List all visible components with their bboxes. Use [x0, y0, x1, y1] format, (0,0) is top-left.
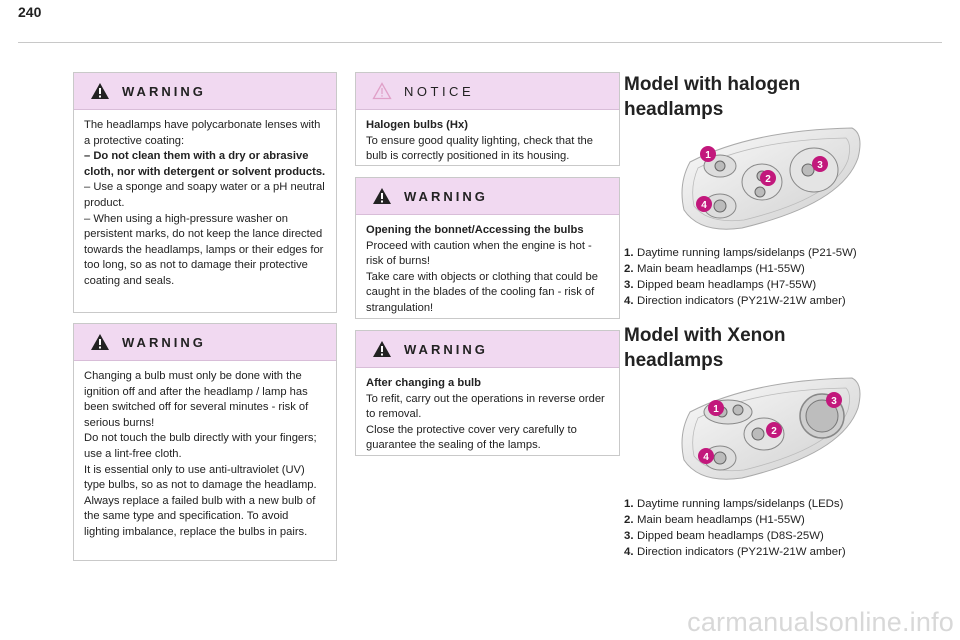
paragraph: To ensure good quality lighting, check t…: [366, 134, 594, 163]
xenon-bulb-list: 1.Daytime running lamps/sidelanps (LEDs)…: [624, 496, 846, 560]
warning-box-polycarbonate: WARNING The headlamps have polycarbonate…: [73, 72, 337, 313]
warning-header: WARNING: [74, 73, 336, 110]
paragraph: Changing a bulb must only be done with t…: [84, 370, 309, 429]
notice-title: NOTICE: [404, 83, 475, 99]
paragraph: Proceed with caution when the engine is …: [366, 239, 592, 268]
callout-4: 4: [701, 200, 707, 211]
paragraph: – When using a high-pressure washer on p…: [84, 212, 324, 287]
callout-3: 3: [831, 396, 837, 407]
callout-2: 2: [765, 174, 771, 185]
warning-box-bulb-change: WARNING Changing a bulb must only be don…: [73, 323, 337, 561]
list-item: 4.Direction indicators (PY21W-21W amber): [624, 295, 846, 307]
warning-header: WARNING: [74, 324, 336, 361]
section-title-xenon: Model with Xenon headlamps: [624, 325, 786, 371]
warning-header: WARNING: [356, 178, 619, 215]
notice-triangle-icon: [372, 82, 392, 100]
list-item: 1.Daytime running lamps/sidelanps (P21-5…: [624, 247, 857, 259]
list-item: 2.Main beam headlamps (H1-55W): [624, 514, 805, 526]
warning-title: WARNING: [122, 83, 206, 99]
warning-box-after-change: WARNING After changing a bulb To refit, …: [355, 330, 620, 456]
paragraph: To refit, carry out the operations in re…: [366, 392, 605, 421]
paragraph-heading: Opening the bonnet/Accessing the bulbs: [366, 224, 584, 236]
warning-triangle-icon: [372, 340, 392, 358]
notice-header: NOTICE: [356, 73, 619, 110]
list-item: 3.Dipped beam headlamps (H7-55W): [624, 279, 817, 291]
notice-box-halogen: NOTICE Halogen bulbs (Hx) To ensure good…: [355, 72, 620, 166]
halogen-bulb-list: 1.Daytime running lamps/sidelanps (P21-5…: [624, 245, 857, 309]
warning-triangle-icon: [90, 82, 110, 100]
warning-triangle-icon: [372, 187, 392, 205]
warning-box-bonnet: WARNING Opening the bonnet/Accessing the…: [355, 177, 620, 319]
warning-header: WARNING: [356, 331, 619, 368]
callout-3: 3: [817, 160, 823, 171]
list-item: 3.Dipped beam headlamps (D8S-25W): [624, 530, 824, 542]
xenon-headlamp-diagram: 1 2 3 4: [672, 374, 868, 491]
header-divider: [18, 42, 942, 43]
paragraph: The headlamps have polycarbonate lenses …: [84, 119, 321, 147]
callout-1: 1: [713, 404, 719, 415]
paragraph-heading: Halogen bulbs (Hx): [366, 119, 468, 131]
warning-title: WARNING: [122, 334, 206, 350]
paragraph-bold: – Do not clean them with a dry or abrasi…: [84, 150, 326, 178]
paragraph: Close the protective cover very carefull…: [366, 423, 577, 452]
halogen-headlamp-diagram: 1 2 3 4: [672, 124, 868, 241]
callout-1: 1: [705, 150, 711, 161]
section-title-halogen: Model with halogen headlamps: [624, 74, 801, 120]
callout-4: 4: [703, 452, 709, 463]
paragraph: Take care with objects or clothing that …: [366, 270, 598, 314]
warning-title: WARNING: [404, 341, 488, 357]
callout-marker: [698, 392, 842, 464]
list-item: 1.Daytime running lamps/sidelanps (LEDs): [624, 498, 844, 510]
paragraph-heading: After changing a bulb: [366, 377, 481, 389]
warning-triangle-icon: [90, 333, 110, 351]
list-item: 2.Main beam headlamps (H1-55W): [624, 263, 805, 275]
warning-title: WARNING: [404, 188, 488, 204]
watermark: carmanualsonline.info: [687, 607, 954, 637]
list-item: 4.Direction indicators (PY21W-21W amber): [624, 546, 846, 558]
paragraph: – Use a sponge and soapy water or a pH n…: [84, 181, 325, 209]
paragraph: It is essential only to use anti-ultravi…: [84, 463, 317, 492]
callout-marker: [696, 146, 828, 212]
page-number: 240: [18, 4, 42, 20]
paragraph: Always replace a failed bulb with a new …: [84, 494, 316, 538]
paragraph: Do not touch the bulb directly with your…: [84, 432, 317, 460]
callout-2: 2: [771, 426, 777, 437]
